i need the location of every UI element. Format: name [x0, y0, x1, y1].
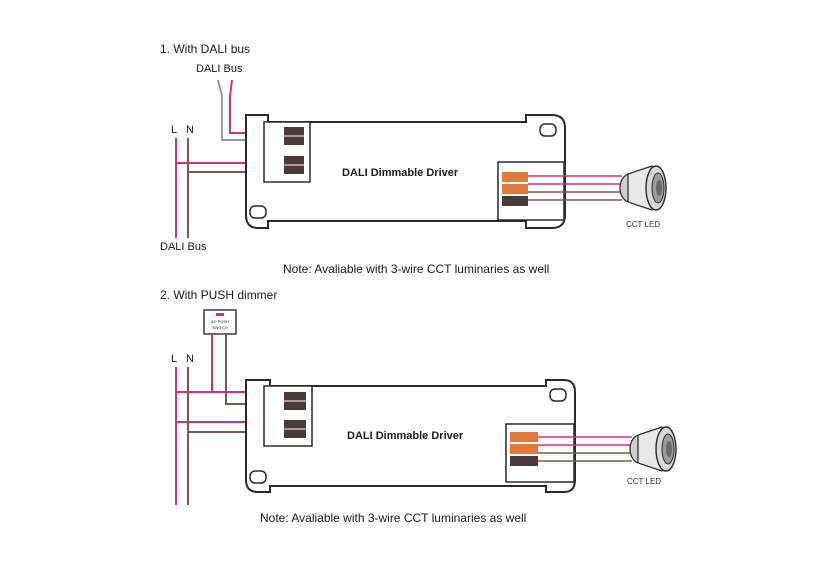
driver-housing	[245, 379, 576, 493]
diagram-2: AC PUSH SWITCH	[175, 309, 677, 505]
diagram-1	[175, 79, 667, 238]
output-terminal	[510, 432, 538, 442]
neutral-label: N	[186, 124, 194, 136]
push-switch-label-1: AC PUSH	[211, 319, 229, 324]
driver-housing	[245, 114, 566, 229]
neutral-label: N	[186, 353, 194, 365]
output-terminal	[502, 172, 528, 182]
line-label: L	[171, 353, 178, 365]
driver-label: DALI Dimmable Driver	[342, 167, 459, 179]
diagram-1-title: 1. With DALI bus	[160, 42, 251, 56]
output-terminal	[502, 184, 528, 194]
output-terminal	[502, 196, 528, 206]
dali-bus-label-top: DALI Bus	[196, 63, 243, 75]
mount-slot	[539, 123, 557, 137]
diagram-2-title: 2. With PUSH dimmer	[160, 288, 278, 302]
dali-bus-label-bottom: DALI Bus	[160, 241, 207, 253]
line-label: L	[171, 124, 178, 136]
driver-label: DALI Dimmable Driver	[347, 430, 464, 442]
mount-slot	[549, 388, 567, 402]
mount-slot	[249, 470, 267, 484]
led-label: CCT LED	[626, 220, 661, 229]
led-label: CCT LED	[627, 477, 662, 486]
note-text: Note: Avaliable with 3-wire CCT luminari…	[260, 511, 527, 525]
mount-slot	[249, 205, 267, 219]
output-terminal	[510, 456, 538, 466]
push-switch-indicator	[216, 313, 224, 316]
push-switch-label-2: SWITCH	[212, 325, 228, 330]
cct-led-lamp-icon	[619, 165, 667, 211]
cct-led-lamp-icon	[629, 426, 677, 472]
output-terminal	[510, 444, 538, 454]
note-text: Note: Avaliable with 3-wire CCT luminari…	[283, 262, 550, 276]
